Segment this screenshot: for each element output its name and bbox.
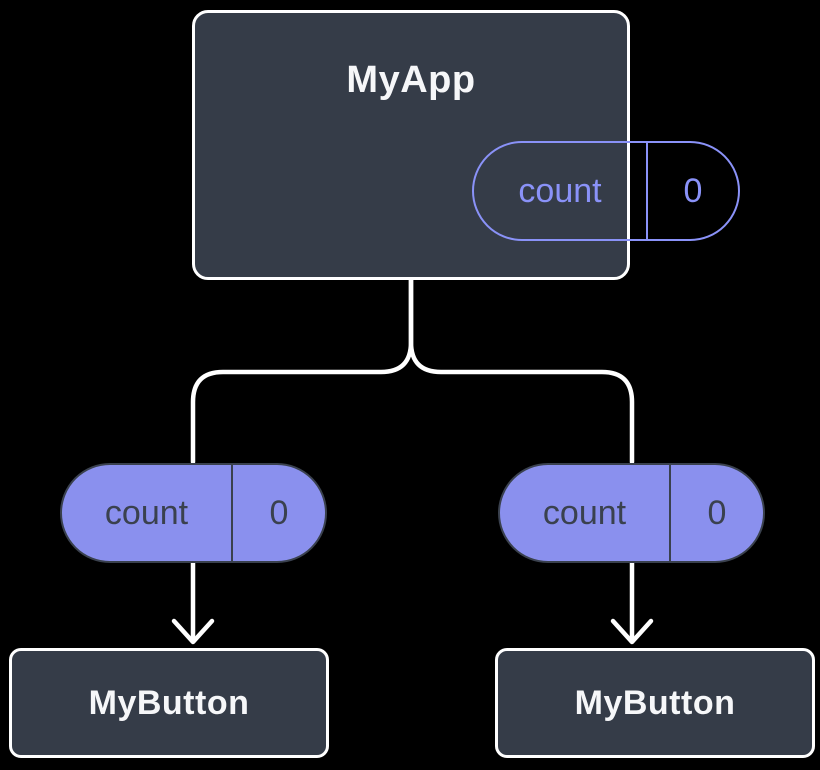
prop-pill-left-value: 0 xyxy=(269,493,289,532)
node-mybutton-right: MyButton xyxy=(495,648,815,758)
node-myapp-title: MyApp xyxy=(346,59,476,101)
prop-pill-right: count 0 xyxy=(498,463,765,563)
prop-pill-right-value: 0 xyxy=(707,493,727,532)
state-pill-myapp: count 0 xyxy=(472,141,740,241)
node-mybutton-left-title: MyButton xyxy=(88,683,250,722)
state-pill-myapp-label: count xyxy=(474,143,648,239)
state-pill-myapp-value: 0 xyxy=(683,171,703,210)
connector-root-to-right-pill xyxy=(408,274,635,465)
arrow-right-head xyxy=(610,618,654,645)
connector-root-to-left-pill xyxy=(190,274,414,465)
prop-pill-left: count 0 xyxy=(60,463,327,563)
arrow-left-head xyxy=(171,618,215,645)
node-mybutton-right-title: MyButton xyxy=(574,683,736,722)
node-mybutton-left: MyButton xyxy=(9,648,329,758)
prop-pill-left-label: count xyxy=(62,465,233,561)
node-myapp: MyApp count 0 xyxy=(192,10,740,280)
prop-pill-right-label: count xyxy=(500,465,671,561)
